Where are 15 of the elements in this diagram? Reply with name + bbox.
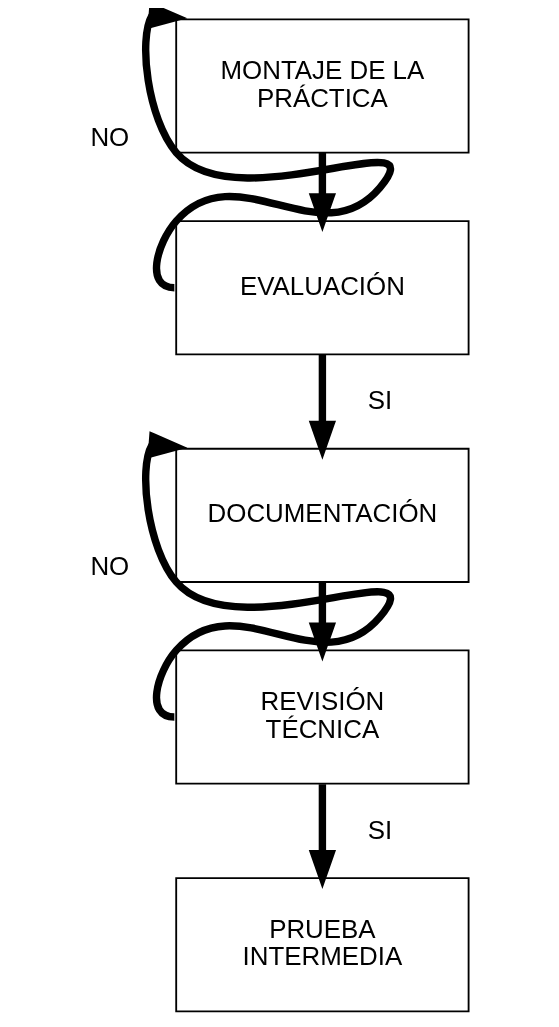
edge-label: NO	[90, 122, 130, 151]
edge-label: NO	[90, 552, 130, 581]
arrow	[308, 152, 337, 233]
node-box: REVISIÓN TÉCNICA	[175, 649, 470, 785]
node-box: EVALUACIÓN	[175, 220, 470, 356]
arrow	[308, 582, 337, 662]
node-box: PRUEBA INTERMEDIA	[175, 877, 470, 1013]
arrow	[142, 8, 394, 292]
arrow	[308, 784, 337, 889]
node-box: DOCUMENTACIÓN	[175, 447, 470, 583]
edge-label: SI	[367, 815, 393, 844]
node-box: MONTAJE DE LA PRÁCTICA	[175, 18, 470, 154]
arrow	[142, 431, 394, 721]
arrow	[308, 354, 337, 460]
edge-label: SI	[367, 386, 393, 415]
